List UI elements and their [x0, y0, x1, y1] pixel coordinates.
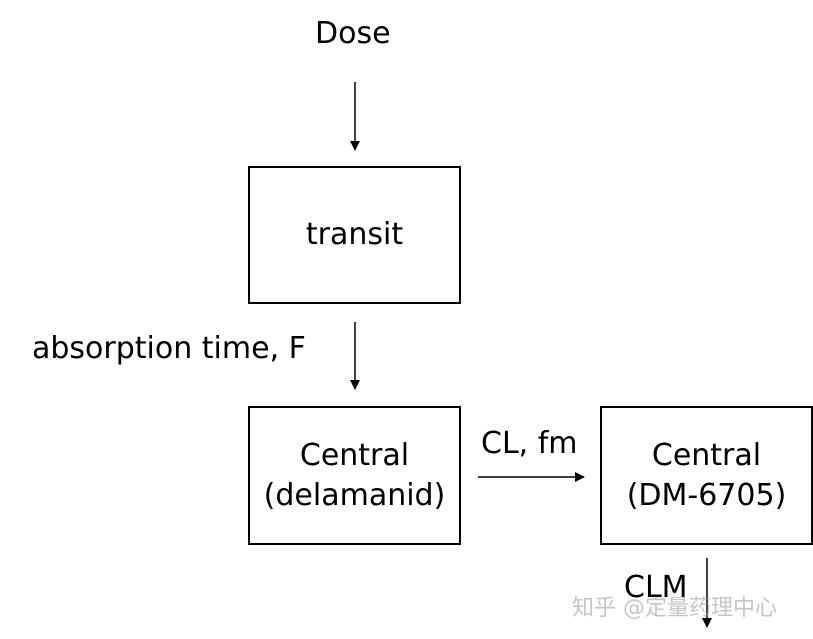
elimination-label: CLM	[624, 570, 688, 605]
central-dm6705-label-line2: (DM-6705)	[626, 477, 787, 513]
dose-label: Dose	[315, 16, 391, 51]
central-dm6705-compartment: Central (DM-6705)	[600, 406, 813, 545]
central-delamanid-compartment: Central (delamanid)	[248, 406, 461, 545]
central-dm6705-label-line1: Central	[651, 437, 762, 473]
central-delamanid-label-line2: (delamanid)	[263, 477, 446, 513]
watermark: 知乎 @定量药理中心	[572, 596, 777, 621]
central-delamanid-label-line1: Central	[299, 437, 410, 473]
conversion-label: CL, fm	[481, 426, 578, 461]
transit-label: transit	[305, 217, 404, 252]
transit-compartment: transit	[248, 166, 461, 304]
absorption-label: absorption time, F	[32, 331, 306, 366]
